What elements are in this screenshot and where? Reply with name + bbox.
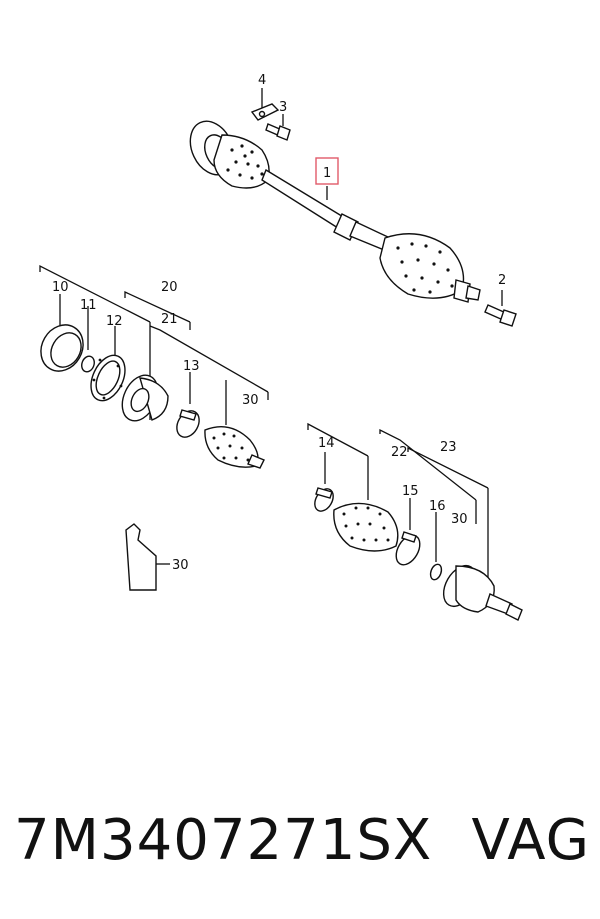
bolt-3 [265, 123, 291, 141]
bracket-lines-right [307, 422, 489, 580]
callout-1-highlight [315, 157, 339, 185]
leader-lines-top [261, 88, 503, 306]
callout-10: 10 [52, 280, 69, 295]
callout-14: 14 [318, 436, 335, 451]
caption: 7M3407271SX VAG [14, 808, 594, 888]
callout-2: 2 [498, 273, 506, 288]
clamp-15 [395, 531, 421, 566]
grease-tube [125, 523, 170, 591]
callout-30-grease: 30 [172, 558, 189, 573]
callout-labels: 1 2 3 4 10 11 12 13 14 15 16 20 21 22 23… [52, 73, 506, 573]
inner-joint-left [121, 374, 169, 422]
callout-20: 20 [161, 280, 178, 295]
callout-16: 16 [429, 499, 446, 514]
callout-21: 21 [161, 312, 178, 327]
callout-30-left-kit: 30 [242, 393, 259, 408]
callout-12: 12 [106, 314, 123, 329]
callout-1: 1 [323, 166, 331, 181]
clamp-14 [314, 487, 334, 512]
gasket-12 [90, 354, 126, 402]
callout-13: 13 [183, 359, 200, 374]
circlip-16 [429, 563, 443, 581]
seal-ring-10 [40, 324, 84, 372]
callout-23: 23 [440, 440, 457, 455]
plate-4 [250, 103, 280, 121]
bolt-2 [484, 304, 517, 327]
boot-right-kit [333, 502, 399, 552]
callout-4: 4 [258, 73, 266, 88]
clamp-13 [176, 409, 200, 438]
callout-11: 11 [80, 298, 97, 313]
callout-22: 22 [391, 445, 408, 460]
callout-30-right-kit: 30 [451, 512, 468, 527]
drive-shaft-assembly [189, 120, 481, 303]
circlip-11 [81, 355, 95, 373]
outer-joint-right [442, 565, 523, 621]
brand-name: VAG [471, 808, 590, 873]
boot-left-kit [204, 426, 265, 469]
callout-3: 3 [279, 100, 287, 115]
part-number: 7M3407271SX [14, 808, 433, 873]
callout-15: 15 [402, 484, 419, 499]
